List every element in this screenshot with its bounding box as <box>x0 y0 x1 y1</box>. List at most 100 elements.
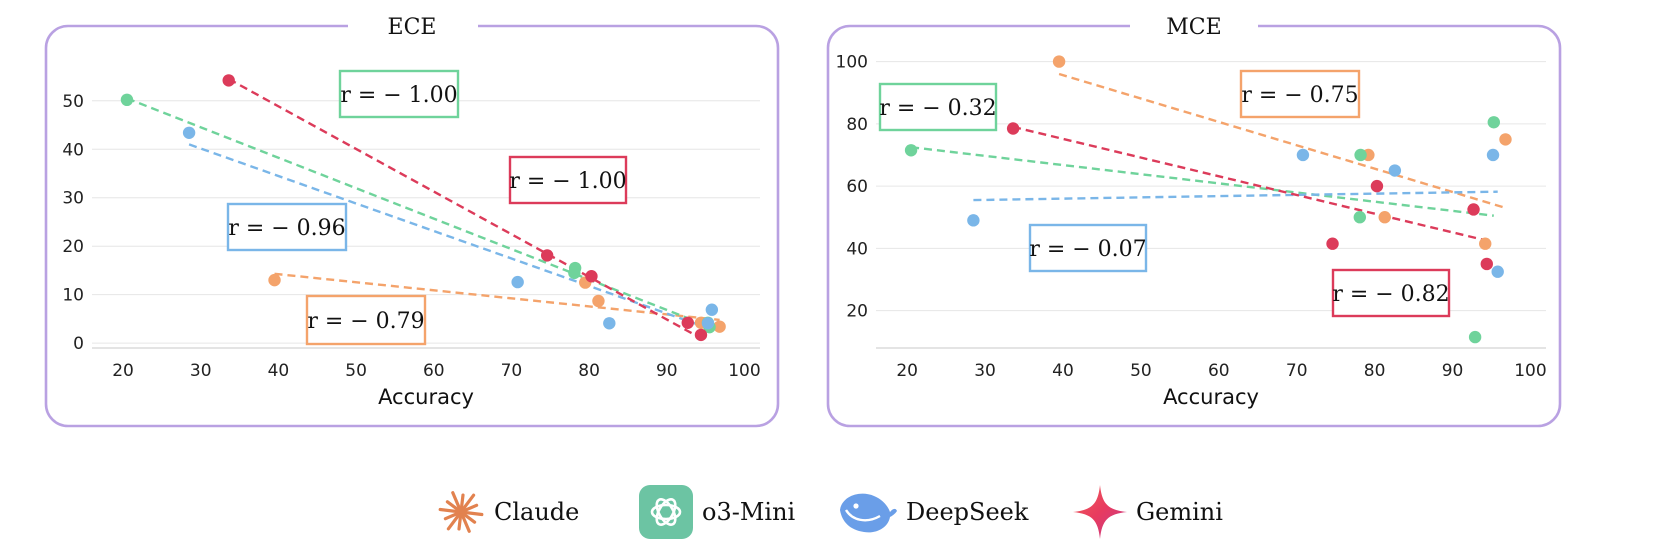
data-point-gemini <box>1480 257 1493 271</box>
x-tick-label: 70 <box>1286 361 1308 381</box>
gemini-sparkle-icon <box>1073 485 1127 539</box>
y-tick-label: 40 <box>62 140 84 160</box>
data-point-gemini <box>1326 237 1339 250</box>
data-point-o3-mini <box>904 144 918 157</box>
x-tick-label: 20 <box>112 361 134 381</box>
data-point-gemini <box>222 74 235 87</box>
r-label-gemini: r = − 1.00 <box>509 169 626 194</box>
data-point-gemini <box>694 328 708 342</box>
r-label-box-gemini <box>1331 268 1451 318</box>
data-point-claude <box>1499 133 1512 146</box>
x-tick-label: 40 <box>1052 361 1074 381</box>
legend-label-deepseek: DeepSeek <box>906 498 1029 526</box>
claude-starburst-icon <box>438 491 484 533</box>
y-tick-label: 10 <box>62 286 84 306</box>
legend-item-deepseek: DeepSeek <box>836 482 1028 542</box>
data-point-gemini <box>1467 203 1480 216</box>
y-tick-label: 100 <box>836 53 868 73</box>
trend-line-o3-mini <box>910 146 1494 217</box>
deepseek-whale-icon <box>840 493 897 533</box>
r-label-gemini: r = − 0.82 <box>1332 282 1449 307</box>
data-point-o3-mini <box>1353 211 1367 224</box>
legend-item-claude: Claude <box>436 482 579 542</box>
data-point-o3-mini <box>1354 148 1367 162</box>
chart-title: ECE <box>388 15 437 40</box>
r-label-box-gemini <box>508 155 628 205</box>
legend-item-gemini: Gemini <box>1072 482 1223 542</box>
data-point-o3-mini <box>1487 116 1501 129</box>
data-point-o3-mini <box>1468 330 1482 344</box>
r-label-claude: r = − 0.79 <box>307 309 424 334</box>
x-tick-label: 60 <box>1208 361 1230 381</box>
r-label-box-deepseek <box>226 202 348 252</box>
r-label-box-deepseek <box>1028 223 1148 273</box>
x-tick-label: 70 <box>501 361 523 381</box>
y-tick-label: 0 <box>73 334 84 354</box>
r-label-o3-mini: r = − 0.32 <box>879 96 996 121</box>
data-point-deepseek <box>182 126 196 139</box>
r-label-box-claude <box>305 294 427 346</box>
r-label-box-o3-mini <box>878 82 998 132</box>
data-point-deepseek <box>1491 265 1504 278</box>
trend-line-deepseek <box>973 190 1498 202</box>
data-point-deepseek <box>705 303 719 316</box>
data-point-gemini <box>681 316 694 329</box>
openai-knot-icon <box>639 485 693 539</box>
data-point-claude <box>1052 55 1066 68</box>
legend: Claude o3-Mini DeepSeek <box>0 482 1661 558</box>
r-label-claude: r = − 0.75 <box>1241 83 1358 108</box>
legend-label-gemini: Gemini <box>1136 498 1223 526</box>
figure: ECE 0 10 20 30 40 50 20 30 40 50 60 70 80 90 100Accurac… <box>44 15 1562 428</box>
data-point-deepseek <box>511 275 524 289</box>
x-tick-label: 20 <box>896 361 918 381</box>
legend-label-o3-mini: o3-Mini <box>702 498 796 526</box>
data-point-claude <box>1479 237 1492 250</box>
x-axis-label: Accuracy <box>1163 385 1259 409</box>
x-tick-label: 100 <box>1514 361 1546 381</box>
trend-line-gemini <box>1012 125 1488 242</box>
data-point-claude <box>592 294 605 308</box>
x-tick-label: 50 <box>1130 361 1152 381</box>
x-tick-label: 30 <box>190 361 212 381</box>
y-tick-label: 30 <box>62 189 84 209</box>
title-gap <box>1130 22 1258 32</box>
data-point-gemini <box>1006 122 1020 135</box>
data-point-claude <box>1378 211 1391 224</box>
data-point-claude <box>713 320 726 333</box>
r-label-box-claude <box>1239 69 1361 119</box>
y-tick-label: 20 <box>846 302 868 322</box>
chart-title: MCE <box>1166 15 1221 40</box>
data-point-deepseek <box>701 317 715 330</box>
x-tick-label: 100 <box>728 361 760 381</box>
r-label-deepseek: r = − 0.96 <box>228 216 345 241</box>
x-tick-label: 30 <box>974 361 996 381</box>
trend-line-o3-mini <box>126 97 713 329</box>
trend-line-claude <box>274 272 720 322</box>
x-tick-label: 90 <box>1442 361 1464 381</box>
data-point-deepseek <box>1486 148 1500 162</box>
legend-item-o3-mini: o3-Mini <box>638 482 795 542</box>
data-point-gemini <box>540 249 554 262</box>
x-tick-label: 90 <box>656 361 678 381</box>
x-tick-label: 80 <box>578 361 600 381</box>
x-tick-label: 40 <box>268 361 290 381</box>
data-point-deepseek <box>1296 148 1310 162</box>
y-tick-label: 60 <box>846 177 868 197</box>
x-tick-label: 50 <box>345 361 367 381</box>
y-tick-label: 50 <box>62 92 84 112</box>
x-tick-label: 80 <box>1364 361 1386 381</box>
data-point-deepseek <box>967 214 980 227</box>
data-point-deepseek <box>603 317 616 330</box>
data-point-o3-mini <box>568 266 581 280</box>
r-label-o3-mini: r = − 1.00 <box>340 83 457 108</box>
data-point-deepseek <box>1388 164 1402 177</box>
trend-line-gemini <box>228 77 702 340</box>
legend-label-claude: Claude <box>494 498 580 526</box>
data-point-gemini <box>585 270 598 283</box>
title-gap <box>348 22 478 32</box>
r-label-deepseek: r = − 0.07 <box>1029 237 1146 262</box>
y-tick-label: 40 <box>846 239 868 259</box>
trend-line-deepseek <box>188 143 710 330</box>
